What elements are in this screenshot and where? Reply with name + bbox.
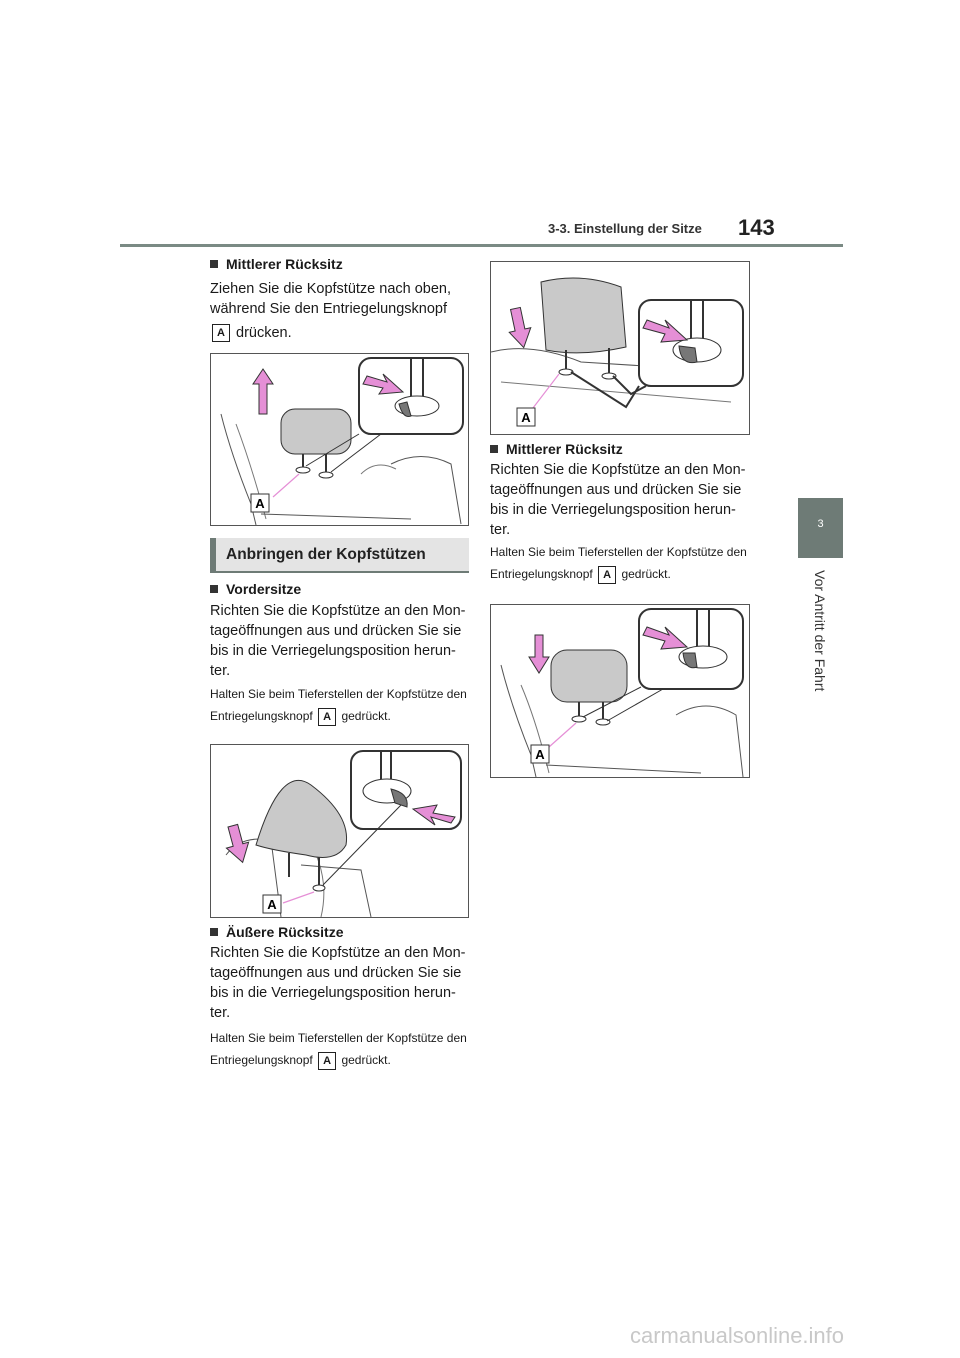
note-vordersitze: Halten Sie beim Tieferstellen der Kopfst… bbox=[210, 683, 472, 727]
figure-outer-rear-install: A bbox=[490, 261, 750, 435]
section-title: 3-3. Einstellung der Sitze bbox=[548, 221, 702, 236]
figure-label-a: A bbox=[521, 410, 531, 425]
chapter-tab bbox=[798, 498, 843, 558]
watermark: carmanualsonline.info bbox=[630, 1323, 845, 1348]
note-aeussere: Halten Sie beim Tieferstellen der Kopfst… bbox=[210, 1027, 472, 1071]
note-mittlerer-2: Halten Sie beim Tieferstellen der Kopfst… bbox=[490, 541, 752, 585]
figure-label-a: A bbox=[267, 897, 277, 912]
callout-badge: A bbox=[318, 707, 337, 726]
figure-label-a: A bbox=[255, 496, 265, 511]
section-heading-rule bbox=[210, 571, 469, 573]
heading-vordersitze: Vordersitze bbox=[210, 581, 301, 597]
paragraph-vordersitze: Richten Sie die Kopfstütze an den Mon-ta… bbox=[210, 603, 466, 679]
paragraph-1: Ziehen Sie die Kopfstütze nach oben, wäh… bbox=[210, 281, 452, 343]
figure-center-rear-install: A bbox=[490, 604, 750, 778]
chapter-number: 3 bbox=[817, 518, 824, 530]
paragraph-aeussere: Richten Sie die Kopfstütze an den Mon-ta… bbox=[210, 945, 466, 1021]
callout-badge: A bbox=[598, 565, 617, 584]
bullet-square-icon bbox=[210, 260, 218, 268]
figure-front-seat-install: A bbox=[210, 744, 469, 918]
bullet-square-icon bbox=[210, 585, 218, 593]
bullet-square-icon bbox=[210, 928, 218, 936]
figure-label-a: A bbox=[535, 747, 545, 762]
heading-mittlerer-ruecksitz-2: Mittlerer Rücksitz bbox=[490, 441, 623, 457]
figure-center-rear-remove: A bbox=[210, 353, 469, 526]
page-number: 143 bbox=[738, 215, 775, 240]
callout-badge: A bbox=[318, 1051, 337, 1070]
heading-mittlerer-ruecksitz-1: Mittlerer Rücksitz bbox=[210, 256, 343, 272]
chapter-label: Vor Antritt der Fahrt bbox=[812, 570, 828, 692]
section-heading-anbringen: Anbringen der Kopfstützen bbox=[210, 538, 469, 572]
callout-badge: A bbox=[212, 324, 230, 343]
paragraph-mittlerer-2: Richten Sie die Kopfstütze an den Mon-ta… bbox=[490, 462, 746, 538]
header-divider bbox=[120, 244, 843, 247]
heading-aeussere-ruecksitze: Äußere Rücksitze bbox=[210, 924, 343, 940]
bullet-square-icon bbox=[490, 445, 498, 453]
